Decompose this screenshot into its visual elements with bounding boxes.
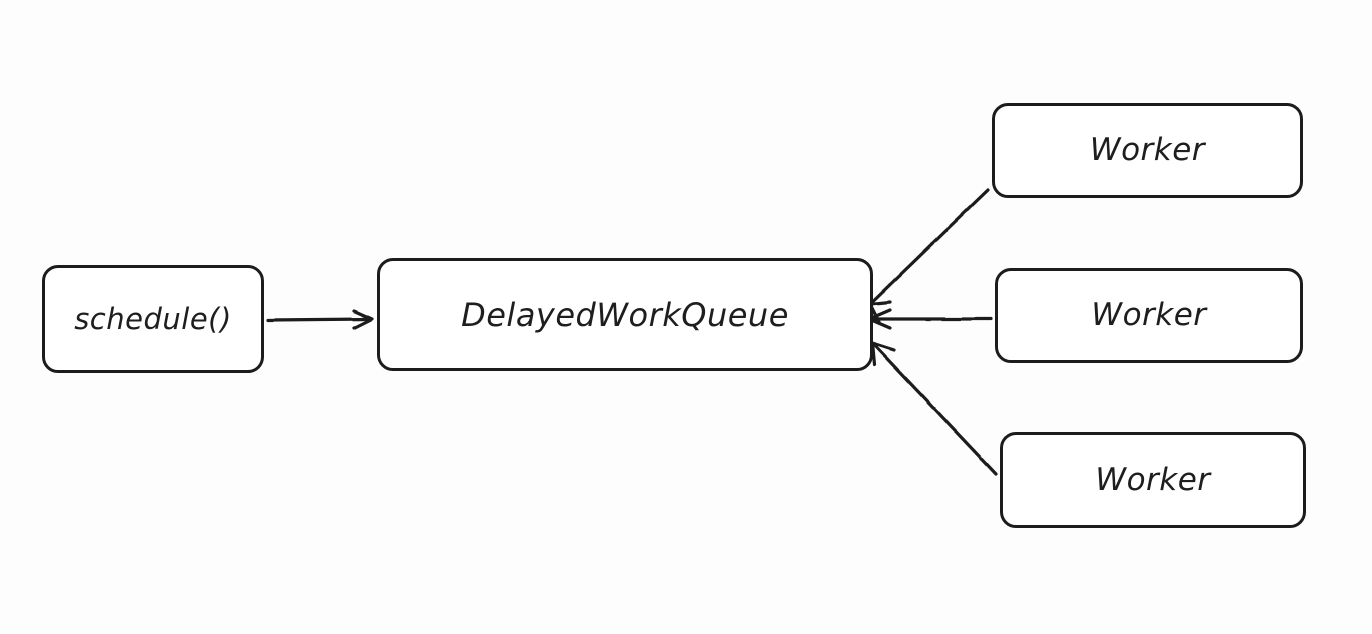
node-schedule[interactable]: schedule(): [42, 265, 264, 373]
connector-worker1-to-queue: [868, 188, 990, 324]
node-worker-2-label: Worker: [1091, 297, 1207, 333]
node-delayed-work-queue-label: DelayedWorkQueue: [461, 295, 789, 334]
node-worker-3[interactable]: Worker: [1000, 432, 1306, 528]
connector-worker3-to-queue: [870, 341, 998, 476]
node-schedule-label: schedule(): [74, 301, 232, 336]
node-delayed-work-queue[interactable]: DelayedWorkQueue: [377, 258, 873, 371]
node-worker-2[interactable]: Worker: [995, 268, 1303, 363]
connector-schedule-to-queue: [266, 309, 374, 330]
connector-worker2-to-queue: [867, 308, 993, 330]
node-worker-3-label: Worker: [1095, 461, 1211, 498]
node-worker-1-label: Worker: [1089, 132, 1206, 168]
node-worker-1[interactable]: Worker: [992, 103, 1303, 198]
